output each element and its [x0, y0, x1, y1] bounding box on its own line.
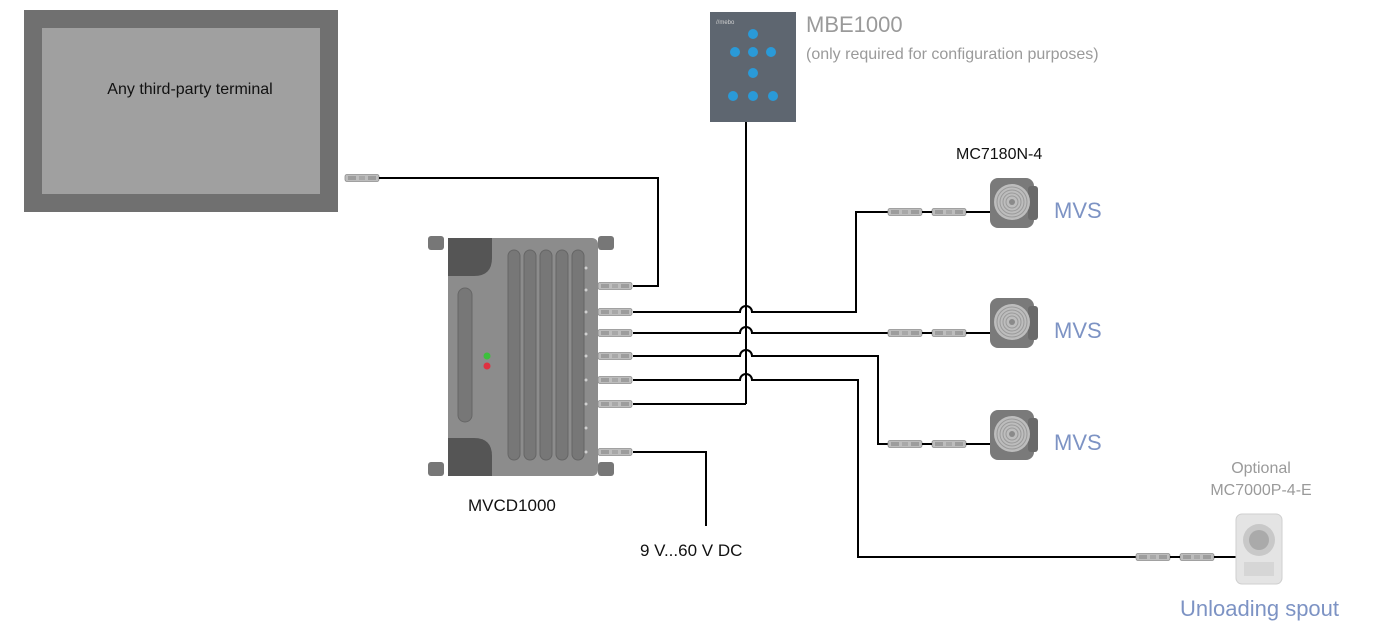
camera-1-label: MVS — [1054, 198, 1102, 223]
connector-wires — [922, 211, 1236, 558]
wiring — [379, 122, 1136, 558]
optional-camera — [1235, 513, 1283, 585]
optional-label: Optional — [1231, 460, 1291, 477]
camera-model-label: MC7180N-4 — [956, 146, 1043, 163]
camera-1 — [989, 177, 1039, 229]
terminal-label: Any third-party terminal — [107, 81, 273, 98]
camera-3 — [989, 409, 1039, 461]
camera-connectors — [887, 208, 1215, 561]
mbe1000-keypad: //mebo — [710, 12, 796, 122]
mvcd1000-controller — [428, 236, 614, 476]
camera-3-label: MVS — [1054, 430, 1102, 455]
unloading-spout-label: Unloading spout — [1180, 596, 1340, 621]
optional-camera-caption: Optional MC7000P-4-E — [1196, 458, 1326, 502]
terminal-device — [24, 10, 338, 212]
mbe-title: MBE1000 — [806, 12, 903, 37]
svg-text://mebo: //mebo — [716, 20, 735, 26]
controller-ports — [597, 282, 633, 456]
camera-2-label: MVS — [1054, 318, 1102, 343]
power-label: 9 V...60 V DC — [640, 541, 743, 560]
optional-model-label: MC7000P-4-E — [1210, 482, 1312, 499]
terminal-connector — [344, 174, 380, 182]
controller-label: MVCD1000 — [468, 496, 556, 515]
camera-2 — [989, 297, 1039, 349]
mbe-note: (only required for configuration purpose… — [806, 46, 1099, 63]
